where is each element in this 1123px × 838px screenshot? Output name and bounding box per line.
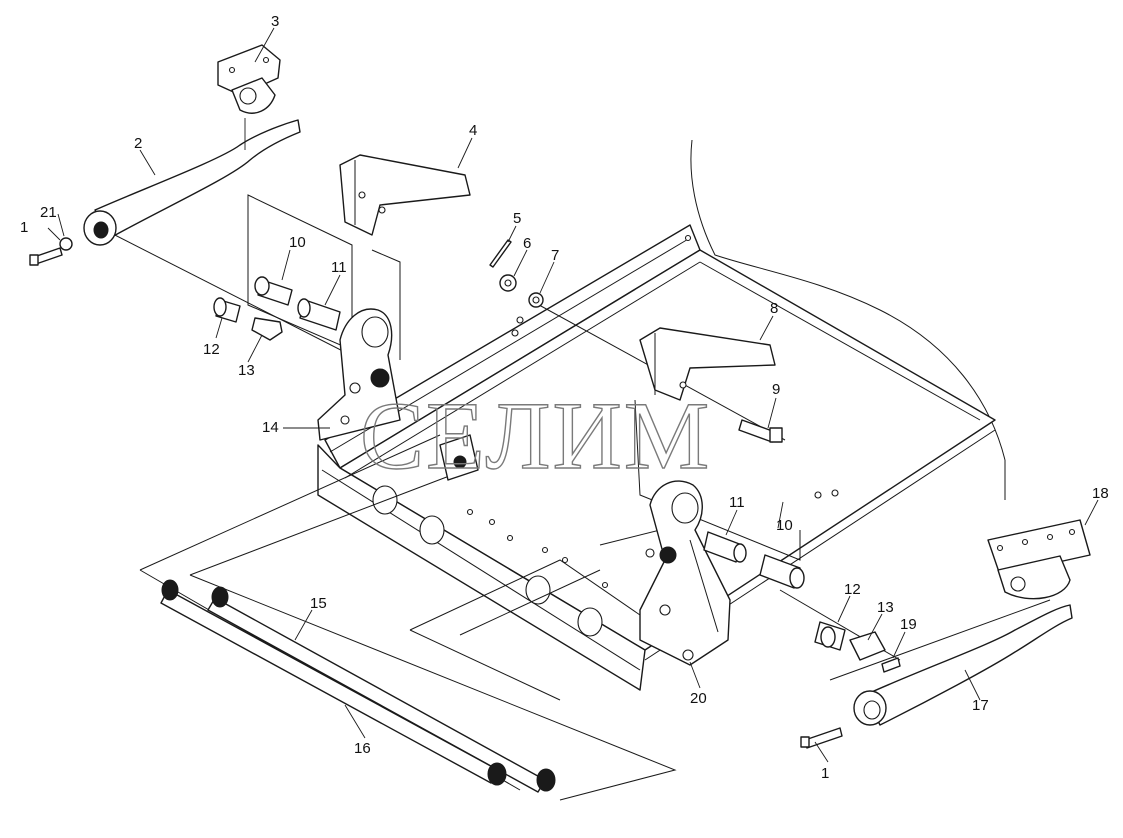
- left-arm-part-2: [83, 119, 301, 246]
- bolt-part-1: [29, 247, 63, 266]
- torsion-bar-part-15: [207, 586, 556, 793]
- right-pivot-bracket-part-20: [639, 480, 731, 666]
- cab-body-outline: [690, 139, 1006, 500]
- callout-10: 10: [289, 234, 306, 251]
- callout-9: 9: [772, 381, 780, 398]
- callout-16: 16: [354, 740, 371, 757]
- callout-13: 13: [238, 362, 255, 379]
- frame-hole: [525, 575, 551, 605]
- frame-cross-member: [317, 224, 996, 691]
- callout-20: 20: [690, 690, 707, 707]
- callout-14: 14: [262, 419, 279, 436]
- callout-3: 3: [271, 13, 279, 30]
- watermark: СЕЛИМ: [360, 382, 711, 489]
- nut-part-21: [59, 237, 73, 251]
- callout-1: 1: [20, 219, 28, 236]
- frame-hole: [372, 485, 398, 515]
- callout-13-right: 13: [877, 599, 894, 616]
- callout-6: 6: [523, 235, 531, 252]
- callout-11-right: 11: [729, 494, 745, 511]
- right-arm-part-17: [853, 604, 1073, 726]
- torsion-bar-part-16: [160, 579, 507, 786]
- left-pivot-bracket-part-14: [317, 308, 479, 481]
- callout-5: 5: [513, 210, 521, 227]
- upper-bracket-part-4: [339, 154, 471, 236]
- right-bracket-part-18: [987, 519, 1091, 600]
- callout-8: 8: [770, 300, 778, 317]
- right-bushings: [703, 531, 886, 661]
- callout-15: 15: [310, 595, 327, 612]
- bolt-part-1-right: [800, 727, 843, 749]
- callout-19: 19: [900, 616, 917, 633]
- frame-hole: [577, 607, 603, 637]
- nut-part-6: [499, 274, 517, 292]
- frame-hole: [419, 515, 445, 545]
- callout-12-right: 12: [844, 581, 861, 598]
- callouts: 1 2 3 4 5 6 7 8 9 10 11 12 13 14 15 16 1…: [20, 13, 1109, 782]
- callout-10-right: 10: [776, 517, 793, 534]
- callout-4: 4: [469, 122, 477, 139]
- pin-part-5: [489, 239, 512, 268]
- callout-11: 11: [331, 259, 347, 276]
- callout-12: 12: [203, 341, 220, 358]
- callout-7: 7: [551, 247, 559, 264]
- callout-21: 21: [40, 204, 57, 221]
- top-bracket-part-3: [217, 44, 281, 150]
- bolt-part-19: [881, 657, 901, 673]
- left-bushings: [213, 276, 341, 341]
- callout-2: 2: [134, 135, 142, 152]
- bolt-part-9: [738, 419, 783, 443]
- callout-18: 18: [1092, 485, 1109, 502]
- callout-17: 17: [972, 697, 989, 714]
- right-upper-bracket-part-8: [639, 327, 776, 401]
- callout-1-right: 1: [821, 765, 829, 782]
- washer-part-7: [528, 292, 544, 308]
